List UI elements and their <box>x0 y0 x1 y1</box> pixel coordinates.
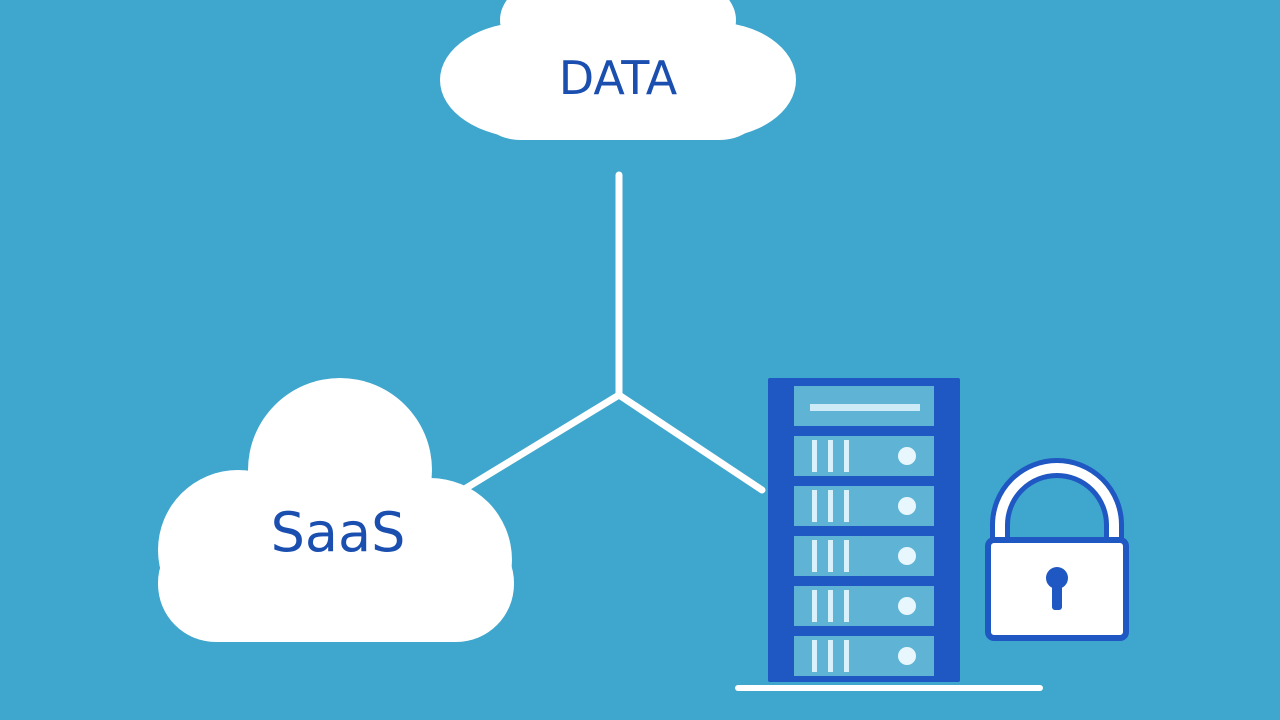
data-cloud-label: DATA <box>559 51 678 105</box>
data-cloud: DATA <box>440 0 796 140</box>
server-rack-icon <box>768 378 960 682</box>
data-cloud-shape <box>440 0 796 140</box>
connector-lines <box>454 171 766 497</box>
connector-hub-to-saas <box>454 391 623 497</box>
server-units <box>794 386 934 676</box>
padlock-icon <box>985 458 1129 641</box>
connector-hub-to-server <box>615 391 766 494</box>
saas-cloud-shape <box>158 378 514 642</box>
saas-cloud-label: SaaS <box>271 501 406 564</box>
saas-cloud: SaaS <box>158 378 514 642</box>
